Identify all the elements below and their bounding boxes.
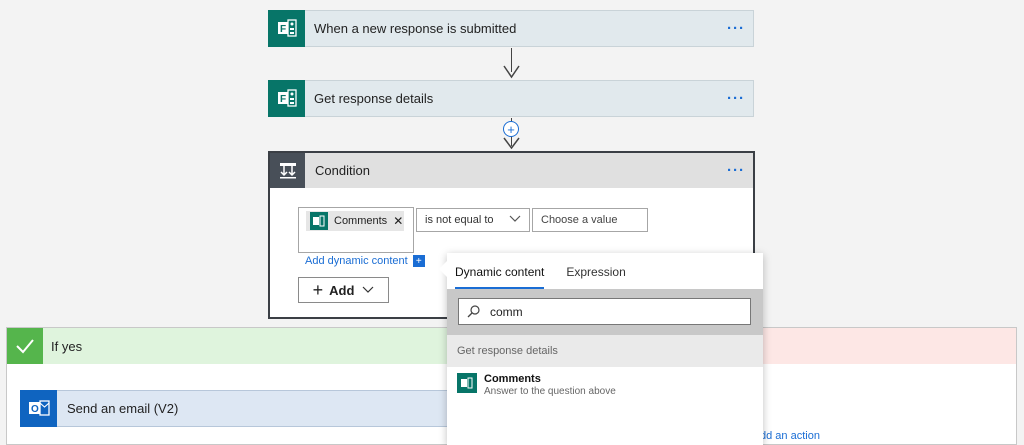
if-no-header[interactable] [761,328,1016,364]
tab-dynamic-content[interactable]: Dynamic content [455,265,545,289]
send-email-title: Send an email (V2) [67,401,179,416]
condition-icon [270,153,305,188]
svg-text:O: O [31,404,39,415]
forms-icon [310,212,328,230]
token-label: Comments [334,215,388,227]
chevron-down-icon [362,286,374,293]
forms-icon: F [268,79,305,117]
get-response-card[interactable]: F Get response details ··· [268,79,754,117]
add-label: Add [329,282,355,298]
remove-token-icon[interactable]: ✕ [393,214,404,228]
operator-value: is not equal to [425,214,494,226]
if-no-branch [760,327,1017,445]
svg-text:F: F [280,24,286,35]
checkmark-icon [7,328,43,364]
add-dynamic-label: Add dynamic content [305,255,408,267]
condition-value-input[interactable]: Choose a value [532,208,648,232]
operator-select[interactable]: is not equal to [416,208,530,232]
item-title: Comments [484,373,541,385]
if-yes-title: If yes [51,338,83,354]
condition-left-operand[interactable]: Comments ✕ [298,207,414,253]
search-input[interactable]: comm [458,298,751,325]
add-action-link[interactable]: dd an action [760,430,820,442]
trigger-title: When a new response is submitted [314,21,517,36]
dynamic-token[interactable]: Comments ✕ [306,211,404,231]
forms-icon [457,373,477,393]
connector-line [511,48,512,72]
condition-header[interactable]: Condition ··· [270,153,753,188]
arrow-down-icon [503,65,520,79]
search-area: comm [447,289,763,335]
condition-title: Condition [315,163,370,178]
forms-icon: F [268,9,305,47]
item-description: Answer to the question above [484,386,616,397]
more-options-icon[interactable]: ··· [727,162,745,179]
get-response-title: Get response details [314,91,434,106]
outlook-icon: O [20,389,57,427]
trigger-card[interactable]: F When a new response is submitted ··· [268,9,754,47]
flyout-tabs: Dynamic content Expression [447,253,763,289]
if-yes-branch: If yes [6,327,464,445]
more-options-icon[interactable]: ··· [727,20,745,37]
send-email-card[interactable]: O Send an email (V2) [20,389,460,427]
if-yes-header[interactable]: If yes [7,328,463,364]
dynamic-content-flyout: Dynamic content Expression comm Get resp… [439,253,763,445]
svg-text:F: F [280,94,286,105]
insert-step-button[interactable]: + [503,121,519,137]
group-title: Get response details [457,345,558,357]
dynamic-content-item[interactable]: Comments Answer to the question above [457,373,616,397]
plus-icon: + [312,279,324,300]
group-header: Get response details [447,335,763,367]
add-dynamic-content-link[interactable]: Add dynamic content + [305,255,425,267]
arrow-down-icon [503,137,520,150]
add-icon: + [412,255,425,267]
search-icon [467,305,480,318]
tab-expression[interactable]: Expression [566,265,626,279]
add-condition-button[interactable]: + Add [298,277,389,303]
more-options-icon[interactable]: ··· [727,90,745,107]
search-value: comm [490,304,523,319]
chevron-down-icon [509,215,521,222]
value-placeholder: Choose a value [541,214,618,226]
